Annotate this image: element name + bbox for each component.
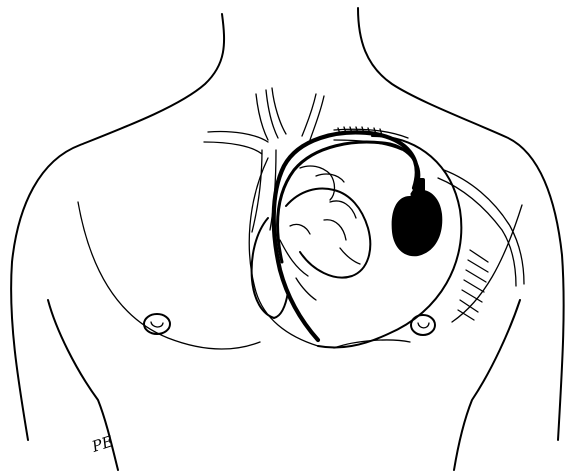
- artist-monogram-text: PE: [89, 432, 116, 456]
- pacemaker-generator: [392, 178, 443, 256]
- left-nipple: [144, 314, 170, 334]
- torso-outline: [11, 8, 564, 470]
- heart: [252, 166, 371, 318]
- axillary-leads: [438, 170, 524, 320]
- artist-monogram: PE: [89, 432, 116, 456]
